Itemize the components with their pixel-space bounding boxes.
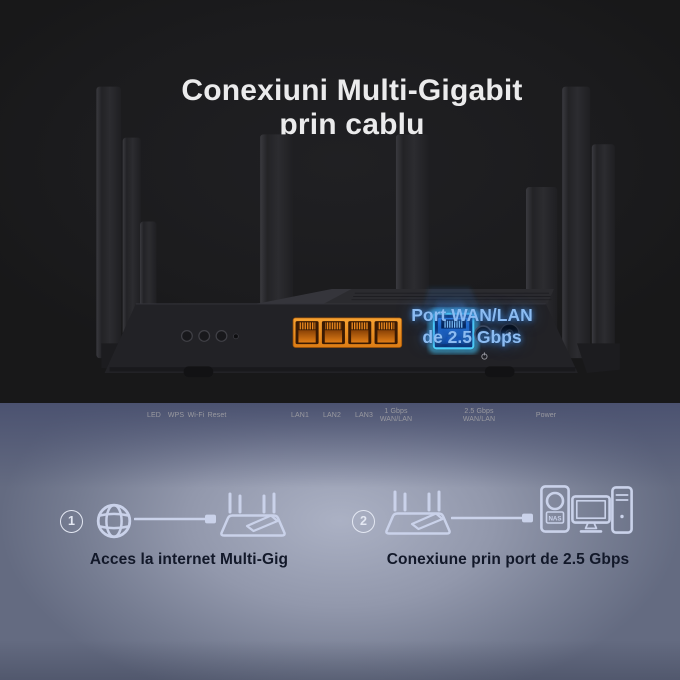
lan-port-3 (348, 321, 372, 345)
power-label: Power (535, 412, 557, 419)
step-1-badge: 1 (60, 510, 83, 533)
wifi-label: Wi-Fi (187, 412, 205, 419)
step-1-caption: Acces la internet Multi-Gig (89, 551, 289, 568)
reset-hole (233, 333, 239, 340)
rubber-foot-right (484, 366, 515, 378)
lan-port-1 (295, 321, 319, 345)
page-title: Conexiuni Multi-Gigabit prin cablu (12, 74, 680, 142)
reset-label: Reset (207, 412, 227, 419)
lan3-label: LAN3 (355, 412, 373, 419)
lan-ports-block (292, 317, 403, 348)
wan-1g-label-line1: 1 Gbps (384, 408, 408, 415)
step-2-badge: 2 (352, 510, 375, 533)
wifi-button (215, 329, 228, 342)
led-button (180, 329, 193, 342)
pc-tower-icon (611, 486, 633, 534)
monitor-icon (571, 495, 611, 533)
port-callout-line2: de 2.5 Gbps (422, 327, 522, 347)
wan-lan-1g-port (374, 321, 398, 345)
wan-1g-label-line2: WAN/LAN (379, 415, 413, 423)
nas-icon: NAS (540, 485, 570, 533)
router-icon (220, 492, 286, 537)
router-right-base-wedge (577, 343, 620, 373)
power-button (474, 325, 493, 344)
wps-button (198, 329, 211, 342)
router-back-panel-illustration (96, 86, 620, 378)
dc-power-jack (499, 323, 520, 344)
led-label: LED (147, 412, 161, 419)
rubber-foot-left (183, 366, 214, 378)
wan-25g-label-line1: 2.5 Gbps (464, 408, 494, 415)
router-icon (385, 490, 451, 535)
nas-icon-label: NAS (548, 515, 561, 522)
lan-port-2 (321, 321, 345, 345)
power-symbol-icon (481, 352, 488, 360)
wan-25g-label-line2: WAN/LAN (462, 415, 496, 423)
panel-buttons (180, 329, 239, 342)
wps-label: WPS (167, 412, 185, 419)
lan1-label: LAN1 (291, 412, 309, 419)
globe-icon (96, 503, 132, 539)
arrow-icon (134, 514, 216, 524)
port-callout-line1: Port WAN/LAN (411, 305, 533, 325)
step-2-caption: Conexiune prin port de 2.5 Gbps (386, 551, 630, 568)
info-section (0, 403, 680, 680)
arrow-icon (451, 513, 533, 523)
lan2-label: LAN2 (323, 412, 341, 419)
title-line-1: Conexiuni Multi-Gigabit (181, 74, 523, 107)
